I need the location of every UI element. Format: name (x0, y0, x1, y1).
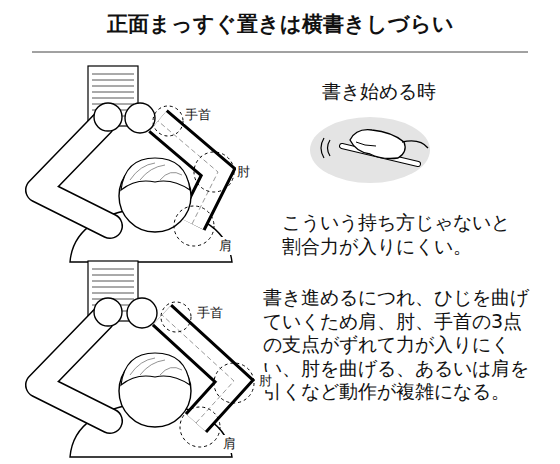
description-text: 書き進めるにつれ、ひじを曲げていくため肩、肘、手首の3点の支点がずれて力が入りに… (263, 286, 535, 404)
part-label: 肩 (222, 435, 237, 453)
hand-icon (310, 117, 430, 183)
title: 正面まっすぐ置きは横書きしづらい (0, 10, 560, 38)
note-text: こういう持ち方じゃないと割合力が入りにくい。 (282, 211, 522, 258)
figure-bottom (38, 261, 254, 457)
part-label: 手首 (196, 304, 224, 322)
part-label: 肘 (258, 372, 273, 390)
subheading: 書き始める時 (322, 80, 436, 104)
figure-top (38, 66, 234, 262)
part-label: 手首 (184, 106, 212, 124)
title-rule (32, 52, 528, 53)
part-label: 肘 (236, 163, 251, 181)
part-label: 肩 (218, 237, 233, 255)
